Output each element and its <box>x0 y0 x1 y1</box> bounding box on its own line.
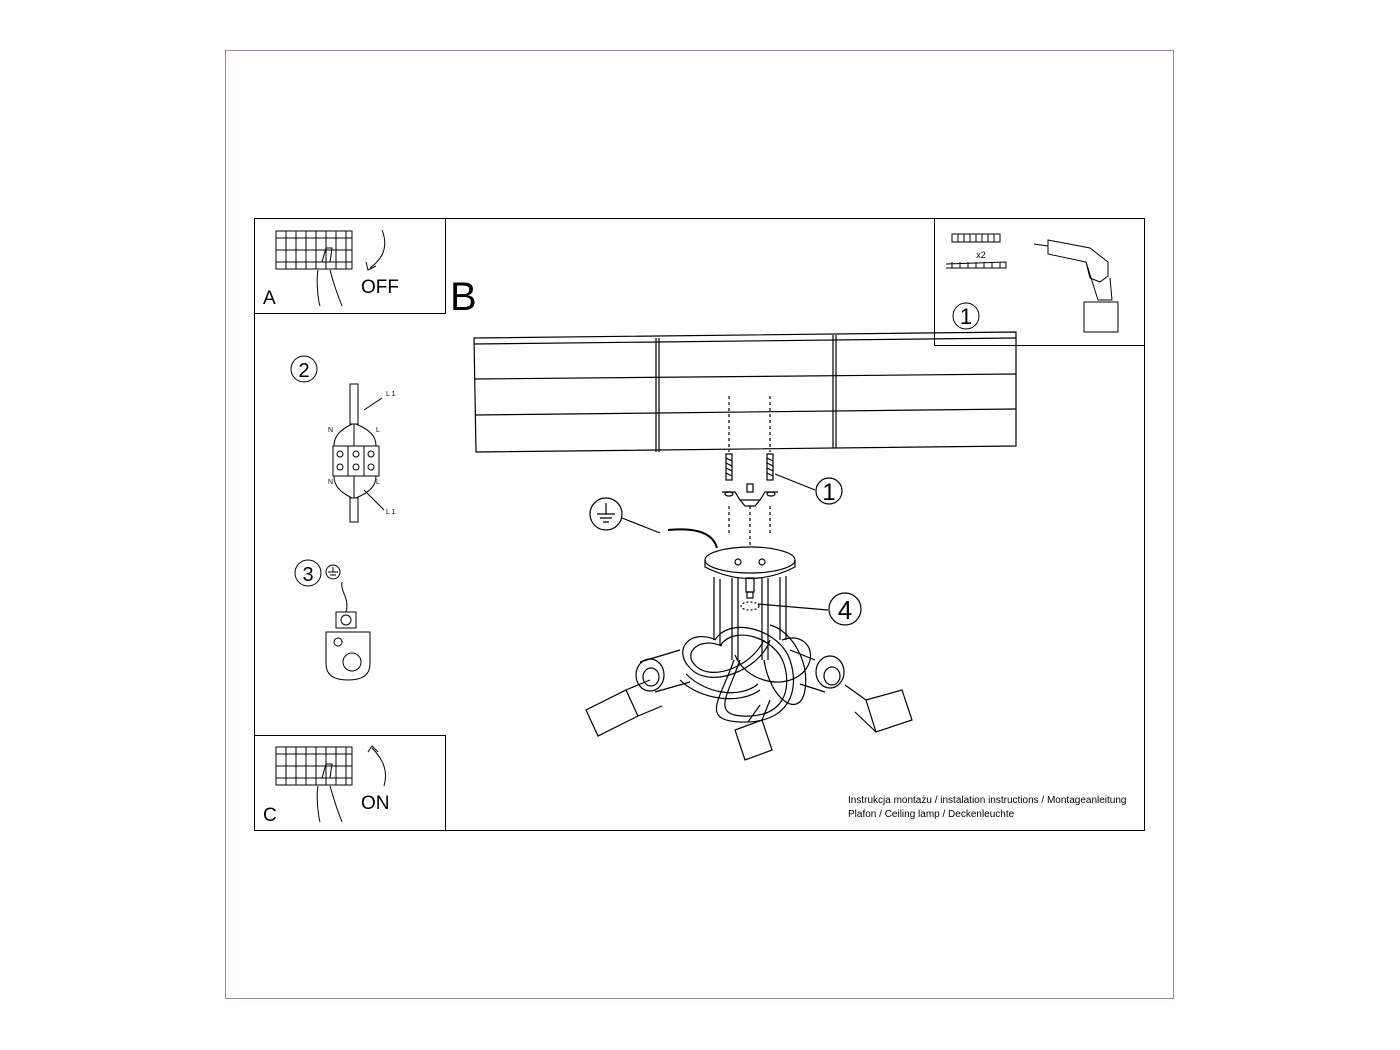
callout-wiring: 2 <box>298 360 309 382</box>
wire-label-l-bottom: L <box>376 479 380 486</box>
quantity-label: x2 <box>976 250 986 260</box>
lamp-socket-left-front <box>585 679 663 737</box>
instruction-sheet <box>254 218 1145 831</box>
step-a-panel: A OFF <box>254 218 446 314</box>
step-c-state: ON <box>361 793 390 814</box>
wire-label-l1-top: L 1 <box>386 391 396 398</box>
callout-ground: 3 <box>302 564 313 586</box>
lamp-canopy <box>704 546 796 580</box>
lamp-socket-right-front <box>844 684 913 733</box>
step-a-letter: A <box>263 288 276 309</box>
lamp-socket-front <box>734 699 773 761</box>
lamp-rods <box>713 576 787 660</box>
footer-line-2: Plafon / Ceiling lamp / Deckenleuchte <box>848 809 1015 820</box>
lamp-socket-right-back <box>789 649 845 693</box>
wire-label-n-top: N <box>328 427 333 434</box>
wire-label-l-top: L <box>376 427 380 434</box>
step-c-letter: C <box>263 805 277 826</box>
mounting-screws <box>725 396 774 481</box>
tools-panel <box>934 218 1145 346</box>
ceiling-illustration <box>473 331 1017 453</box>
breaker-off-illustration <box>275 229 386 307</box>
footer-line-1: Instrukcja montażu / instalation instruc… <box>848 795 1127 806</box>
callout-screw: 4 <box>838 595 852 625</box>
callout-tools: 1 <box>960 304 972 329</box>
wire-label-n-bottom: N <box>328 479 333 486</box>
step-a-state: OFF <box>361 277 399 298</box>
terminal-block-wiring <box>290 355 385 523</box>
callout-bracket: 1 <box>822 479 835 506</box>
footer-instructions: Instrukcja montażu / instalation instruc… <box>848 794 1127 822</box>
ground-symbol-large <box>589 497 718 549</box>
page-frame <box>225 50 1174 999</box>
step-c-panel: C ON <box>254 735 446 831</box>
wire-label-l1-bottom: L 1 <box>386 509 396 516</box>
mounting-bracket <box>722 483 778 545</box>
lamp-socket-left-back <box>635 649 691 693</box>
ground-terminal <box>294 559 371 681</box>
breaker-on-illustration <box>275 745 386 823</box>
step-b-letter: B <box>450 275 477 319</box>
tools-illustration <box>945 233 1119 333</box>
lamp-loops <box>679 624 811 723</box>
